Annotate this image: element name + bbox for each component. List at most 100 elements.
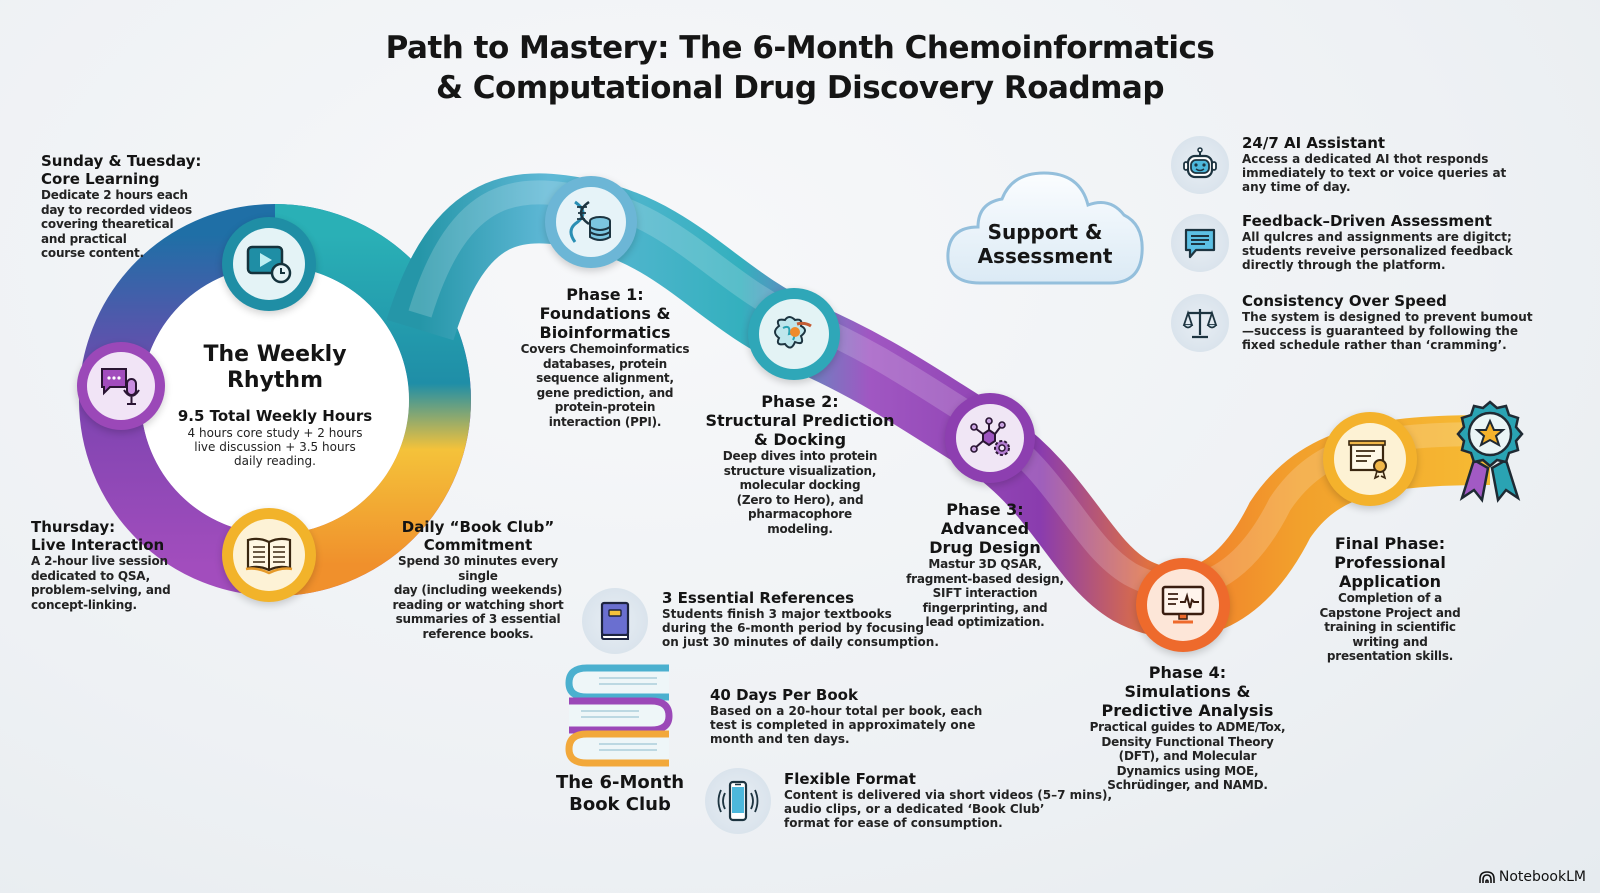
daily-book-club-heading-2: Commitment <box>423 536 533 554</box>
phase-4-heading-2: Simulations & <box>1124 682 1251 701</box>
support-icon-consistency <box>1171 294 1229 352</box>
cloud-line-2: Assessment <box>977 244 1113 268</box>
support-icon-feedback <box>1171 214 1229 272</box>
phase-3-block: Phase 3: Advanced Drug Design Mastur 3D … <box>895 500 1075 630</box>
sunday-tuesday-heading-1: Sunday & Tuesday: <box>41 152 202 170</box>
final-phase-body-5: presentation skills. <box>1326 649 1454 663</box>
support-item-ai-assistant: 24/7 AI Assistant Access a dedicated AI … <box>1242 134 1592 194</box>
balance-scale-icon <box>1182 309 1218 339</box>
phase-4-body-3: (DFT), and Molecular <box>1118 749 1257 763</box>
book-club-item-references: 3 Essential References Students finish 3… <box>662 589 982 649</box>
support-item-feedback: Feedback–Driven Assessment All qulcres a… <box>1242 212 1592 272</box>
phase-4-node[interactable] <box>1136 558 1230 652</box>
feedback-body-2: students reveive personalized feedback <box>1242 244 1513 258</box>
phase-2-node[interactable] <box>748 288 840 380</box>
page-title: Path to Mastery: The 6-Month Chemoinform… <box>0 28 1600 108</box>
final-phase-body-4: writing and <box>1352 634 1428 649</box>
logo-text: NotebookLM <box>1498 869 1586 885</box>
certificate-icon <box>1348 440 1387 480</box>
phase-2-heading-3: & Docking <box>753 430 847 449</box>
phase-1-node[interactable] <box>545 176 637 268</box>
weekly-node-chat[interactable] <box>77 342 165 430</box>
phase-4-block: Phase 4: Simulations & Predictive Analys… <box>1080 663 1295 793</box>
phase-1-body-4: gene prediction, and <box>536 385 674 400</box>
phase-3-body-1: Mastur 3D QSAR, <box>928 557 1042 571</box>
weekly-node-book[interactable] <box>222 508 316 602</box>
sunday-tuesday-heading-2: Core Learning <box>41 170 160 188</box>
weekly-rhythm-summary: The Weekly Rhythm 9.5 Total Weekly Hours… <box>160 342 390 468</box>
format-body-3: format for ease of consumption. <box>784 816 1003 830</box>
book-club-item-format: Flexible Format Content is delivered via… <box>784 770 1113 830</box>
book-stack-icon <box>565 664 673 767</box>
phase-2-body-3: molecular docking <box>739 478 861 492</box>
thursday-body-2: dedicated to QSA, <box>31 568 150 583</box>
phase-2-body-5: pharmacophore <box>748 507 852 521</box>
phase-3-heading-3: Drug Design <box>929 538 1041 557</box>
phase-1-body-2: databases, protein <box>542 356 668 371</box>
smartphone-audio-icon <box>717 780 759 822</box>
final-phase-body-3: training in scientific <box>1324 620 1456 634</box>
thursday-body-1: A 2-hour live session <box>31 554 168 568</box>
phase-3-body-2: fragment-based design, <box>906 571 1064 586</box>
phase-3-body-3: SIFT interaction <box>932 586 1038 600</box>
weekly-total-hours: 9.5 Total Weekly Hours <box>177 407 373 425</box>
title-line-2: & Computational Drug Discovery Roadmap <box>435 70 1165 106</box>
phase-1-heading-1: Phase 1: <box>566 285 644 304</box>
phase-4-body-1: Practical guides to ADME/Tox, <box>1089 720 1286 734</box>
feedback-title: Feedback–Driven Assessment <box>1242 212 1492 230</box>
thursday-heading-1: Thursday: <box>31 518 116 536</box>
final-phase-heading-1: Final Phase: <box>1334 534 1446 553</box>
support-assessment-title: Support & Assessment <box>960 220 1130 268</box>
daily-book-club-body-3: reading or watching short <box>392 597 564 612</box>
weekly-node-video[interactable] <box>222 217 316 311</box>
thursday-body-4: concept-linking. <box>31 597 137 612</box>
phase-3-heading-1: Phase 3: <box>946 500 1024 519</box>
phase-1-body-3: sequence alignment, <box>536 371 674 385</box>
final-phase-body-1: Completion of a <box>1338 591 1442 605</box>
daily-book-club-body-4: summaries of 3 essential <box>395 612 561 626</box>
daily-book-club-body-1: Spend 30 minutes every single <box>398 554 558 583</box>
thursday-heading-2: Live Interaction <box>31 536 165 554</box>
consistency-body-1: The system is designed to prevent bumout <box>1242 310 1533 324</box>
phase-2-heading-2: Structural Prediction <box>705 411 895 430</box>
days-per-book-body-2: test is completed in approximately one <box>710 718 976 732</box>
weekly-ring-right <box>274 204 471 596</box>
phase-4-body-2: Density Functional Theory <box>1101 734 1274 749</box>
phase-2-body-4: (Zero to Hero), and <box>736 492 864 507</box>
final-phase-body-2: Capstone Project and <box>1319 605 1461 620</box>
references-body-2: during the 6-month period by focusing <box>662 621 925 635</box>
book-icon <box>600 601 630 640</box>
final-phase-heading-3: Application <box>1338 572 1442 591</box>
phase-3-body-4: fingerprinting, and <box>922 600 1048 615</box>
ai-assistant-body-1: Access a dedicated AI thot responds <box>1242 152 1489 166</box>
phase-4-heading-3: Predictive Analysis <box>1101 701 1274 720</box>
final-phase-node[interactable] <box>1323 412 1417 506</box>
sunday-tuesday-body-3: covering thearetical <box>41 217 174 231</box>
format-title: Flexible Format <box>784 770 916 788</box>
award-ribbon-icon <box>1456 400 1524 503</box>
book-club-title-1: The 6-Month <box>555 772 685 793</box>
consistency-body-2: —success is guaranteed by following the <box>1242 324 1518 338</box>
format-body-1: Content is delivered via short videos (5… <box>784 788 1113 802</box>
phase-2-body-6: modeling. <box>767 521 833 536</box>
book-club-title: The 6-Month Book Club <box>540 772 700 816</box>
sunday-tuesday-block: Sunday & Tuesday: Core Learning Dedicate… <box>41 152 221 261</box>
phase-1-body-5: protein-protein <box>554 400 656 414</box>
phase-4-body-5: Schrüdinger, and NAMD. <box>1107 778 1268 792</box>
monitor-waveform-icon <box>1161 585 1205 624</box>
references-title: 3 Essential References <box>662 589 855 607</box>
ai-assistant-body-3: any time of day. <box>1242 180 1351 194</box>
consistency-title: Consistency Over Speed <box>1242 292 1447 310</box>
references-body-3: on just 30 minutes of daily consumption. <box>662 635 939 649</box>
phase-1-body-1: Covers Chemoinformatics <box>520 342 690 356</box>
sunday-tuesday-body-4: and practical <box>41 231 127 246</box>
phase-3-node[interactable] <box>945 393 1035 483</box>
daily-book-club-body-2: day (including weekends) <box>393 583 563 597</box>
phase-1-heading-2: Foundations & <box>539 304 671 323</box>
phase-2-body-1: Deep dives into protein <box>722 449 878 463</box>
daily-book-club-block: Daily “Book Club” Commitment Spend 30 mi… <box>378 518 578 641</box>
title-line-1: Path to Mastery: The 6-Month Chemoinform… <box>385 30 1215 66</box>
protein-structure-icon <box>774 316 812 349</box>
book-club-title-2: Book Club <box>569 794 671 815</box>
ai-assistant-body-2: immediately to text or voice queries at <box>1242 166 1507 180</box>
